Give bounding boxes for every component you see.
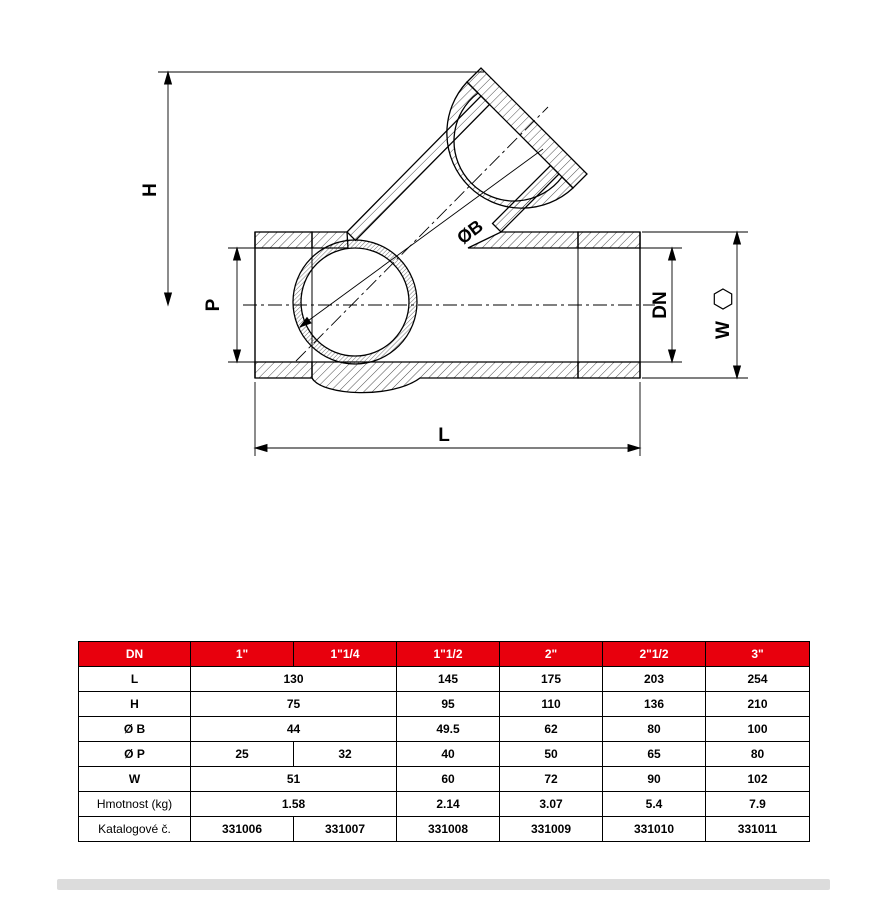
table-cell: 1.58	[190, 791, 397, 817]
header-cell-size: 1"1/2	[396, 641, 500, 667]
table-cell: 90	[602, 766, 706, 792]
right-socket-wall-top	[577, 231, 641, 249]
table-cell: 32	[293, 741, 397, 767]
left-socket-wall-bottom	[254, 361, 313, 379]
horizontal-scrollbar[interactable]	[57, 879, 830, 890]
table-cell: 136	[602, 691, 706, 717]
table-cell: 175	[499, 666, 603, 692]
left-socket-wall-top	[254, 231, 313, 249]
table-cell: 3.07	[499, 791, 603, 817]
table-cell: 145	[396, 666, 500, 692]
table-cell: 95	[396, 691, 500, 717]
table-cell: 25	[190, 741, 294, 767]
table-row-ob: Ø B 44 49.5 62 80 100	[78, 716, 810, 742]
table-cell: 51	[190, 766, 397, 792]
table-cell: 110	[499, 691, 603, 717]
dimension-lines	[158, 70, 748, 456]
table-cell: 331007	[293, 816, 397, 842]
valve-body-section	[254, 67, 641, 394]
table-cell: 203	[602, 666, 706, 692]
spec-table: DN 1" 1"1/4 1"1/2 2" 2"1/2 3" L 130 145 …	[78, 641, 810, 842]
branch-centerline	[295, 106, 549, 362]
row-label: H	[78, 691, 191, 717]
table-cell: 80	[705, 741, 810, 767]
table-cell: 40	[396, 741, 500, 767]
table-row-op: Ø P 25 32 40 50 65 80	[78, 741, 810, 767]
table-cell: 50	[499, 741, 603, 767]
pipe-wall-bottom	[311, 361, 579, 394]
branch-wall-left	[346, 95, 491, 242]
pipe-wall-top-right	[467, 231, 579, 249]
dimension-labels: H P L DN W ØB	[140, 183, 734, 446]
header-cell-size: 1"1/4	[293, 641, 397, 667]
table-row-h: H 75 95 110 136 210	[78, 691, 810, 717]
hex-symbol	[713, 288, 733, 310]
centerlines	[243, 106, 655, 362]
table-cell: 130	[190, 666, 397, 692]
table-cell: 102	[705, 766, 810, 792]
table-cell: 331006	[190, 816, 294, 842]
header-cell-size: 2"	[499, 641, 603, 667]
table-cell: 80	[602, 716, 706, 742]
dim-label-p: P	[203, 298, 224, 311]
row-label: Katalogové č.	[78, 816, 191, 842]
row-label: Ø P	[78, 741, 191, 767]
table-row-w: W 51 60 72 90 102	[78, 766, 810, 792]
header-cell-size: 3"	[705, 641, 810, 667]
table-cell: 75	[190, 691, 397, 717]
dim-label-l: L	[438, 425, 450, 446]
table-cell: 331008	[396, 816, 500, 842]
table-cell: 2.14	[396, 791, 500, 817]
table-cell: 7.9	[705, 791, 810, 817]
row-label: Ø B	[78, 716, 191, 742]
row-label: L	[78, 666, 191, 692]
table-header-row: DN 1" 1"1/4 1"1/2 2" 2"1/2 3"	[78, 641, 810, 667]
header-cell-dn: DN	[78, 641, 191, 667]
table-row-l: L 130 145 175 203 254	[78, 666, 810, 692]
table-cell: 5.4	[602, 791, 706, 817]
ball-rim-hatched	[292, 239, 418, 365]
dim-label-h: H	[140, 183, 161, 197]
header-cell-size: 2"1/2	[602, 641, 706, 667]
right-socket-wall-bottom	[577, 361, 641, 379]
table-cell: 49.5	[396, 716, 500, 742]
ball-element	[292, 239, 418, 365]
header-cell-size: 1"	[190, 641, 294, 667]
table-cell: 65	[602, 741, 706, 767]
table-cell: 72	[499, 766, 603, 792]
table-cell: 331009	[499, 816, 603, 842]
table-cell: 254	[705, 666, 810, 692]
table-cell: 331010	[602, 816, 706, 842]
table-cell: 331011	[705, 816, 810, 842]
table-cell: 100	[705, 716, 810, 742]
dim-label-w: W	[713, 321, 734, 339]
table-cell: 210	[705, 691, 810, 717]
valve-technical-drawing: H P L DN W ØB	[140, 67, 748, 456]
cap-dome-section	[446, 81, 574, 209]
table-row-weight: Hmotnost (kg) 1.58 2.14 3.07 5.4 7.9	[78, 791, 810, 817]
table-cell: 62	[499, 716, 603, 742]
table-cell: 60	[396, 766, 500, 792]
row-label: Hmotnost (kg)	[78, 791, 191, 817]
table-cell: 44	[190, 716, 397, 742]
row-label: W	[78, 766, 191, 792]
dim-label-dn: DN	[650, 291, 671, 318]
table-row-catalog: Katalogové č. 331006 331007 331008 33100…	[78, 816, 810, 842]
